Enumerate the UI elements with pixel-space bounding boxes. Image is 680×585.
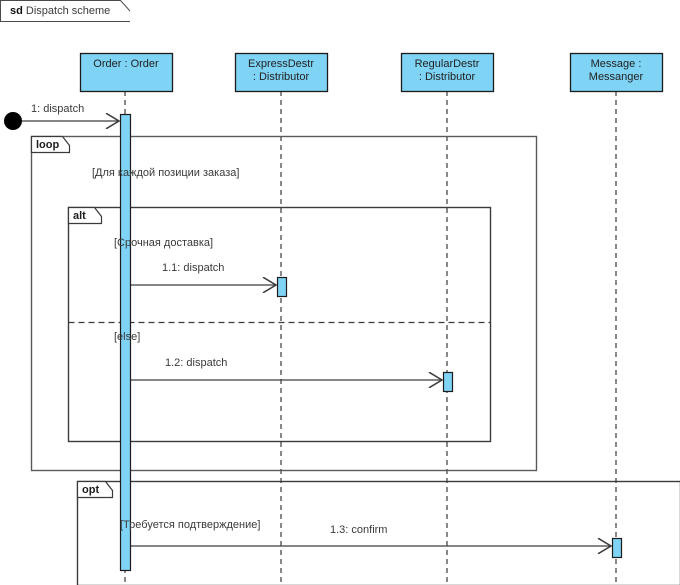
lifeline-head-express[interactable] <box>234 52 329 93</box>
lifeline-head-boxes <box>79 52 664 93</box>
message-label-1-2-dispatch: 1.2: dispatch <box>165 357 228 369</box>
fragment-keyword-opt: opt <box>82 484 100 496</box>
fragment-alt-tab <box>67 206 103 225</box>
activation-messanger[interactable] <box>611 537 623 559</box>
diagram-kind-keyword: sd <box>10 5 23 17</box>
lifeline-head-order[interactable] <box>79 52 174 93</box>
guard-alt-first: [Срочная доставка] <box>114 237 214 249</box>
activation-regular[interactable] <box>442 371 454 393</box>
fragment-loop-border <box>30 135 538 472</box>
activation-order[interactable] <box>119 113 132 572</box>
guard-loop: [Для каждой позиции заказа] <box>92 167 240 179</box>
diagram-frame-tab <box>0 0 130 22</box>
fragment-opt-tab <box>76 480 114 499</box>
fragment-opt[interactable] <box>76 480 680 585</box>
guard-alt-else: [else] <box>114 331 141 343</box>
message-label-1-dispatch: 1: dispatch <box>31 103 85 115</box>
fragment-keyword-alt: alt <box>73 210 86 222</box>
lifeline-head-regular[interactable] <box>400 52 495 93</box>
activation-express[interactable] <box>276 276 288 298</box>
diagram-title-text: Dispatch scheme <box>25 5 111 17</box>
fragment-alt-border <box>67 206 492 443</box>
lifeline-lines <box>124 91 617 585</box>
fragment-loop[interactable] <box>30 135 538 472</box>
fragment-alt[interactable] <box>67 206 492 443</box>
fragment-keyword-loop: loop <box>36 139 60 151</box>
message-label-1-3-confirm: 1.3: confirm <box>330 524 388 536</box>
diagram-title: sd Dispatch scheme <box>10 5 110 17</box>
fragment-opt-border <box>76 480 680 585</box>
message-1-dispatch[interactable] <box>4 112 119 130</box>
lifeline-head-messanger[interactable] <box>569 52 664 93</box>
guard-opt: [Требуется подтверждение] <box>120 519 261 531</box>
found-message-start-node <box>4 112 22 130</box>
message-label-1-1-dispatch: 1.1: dispatch <box>162 262 225 274</box>
fragment-loop-tab <box>30 135 71 154</box>
activation-bars <box>119 113 623 572</box>
